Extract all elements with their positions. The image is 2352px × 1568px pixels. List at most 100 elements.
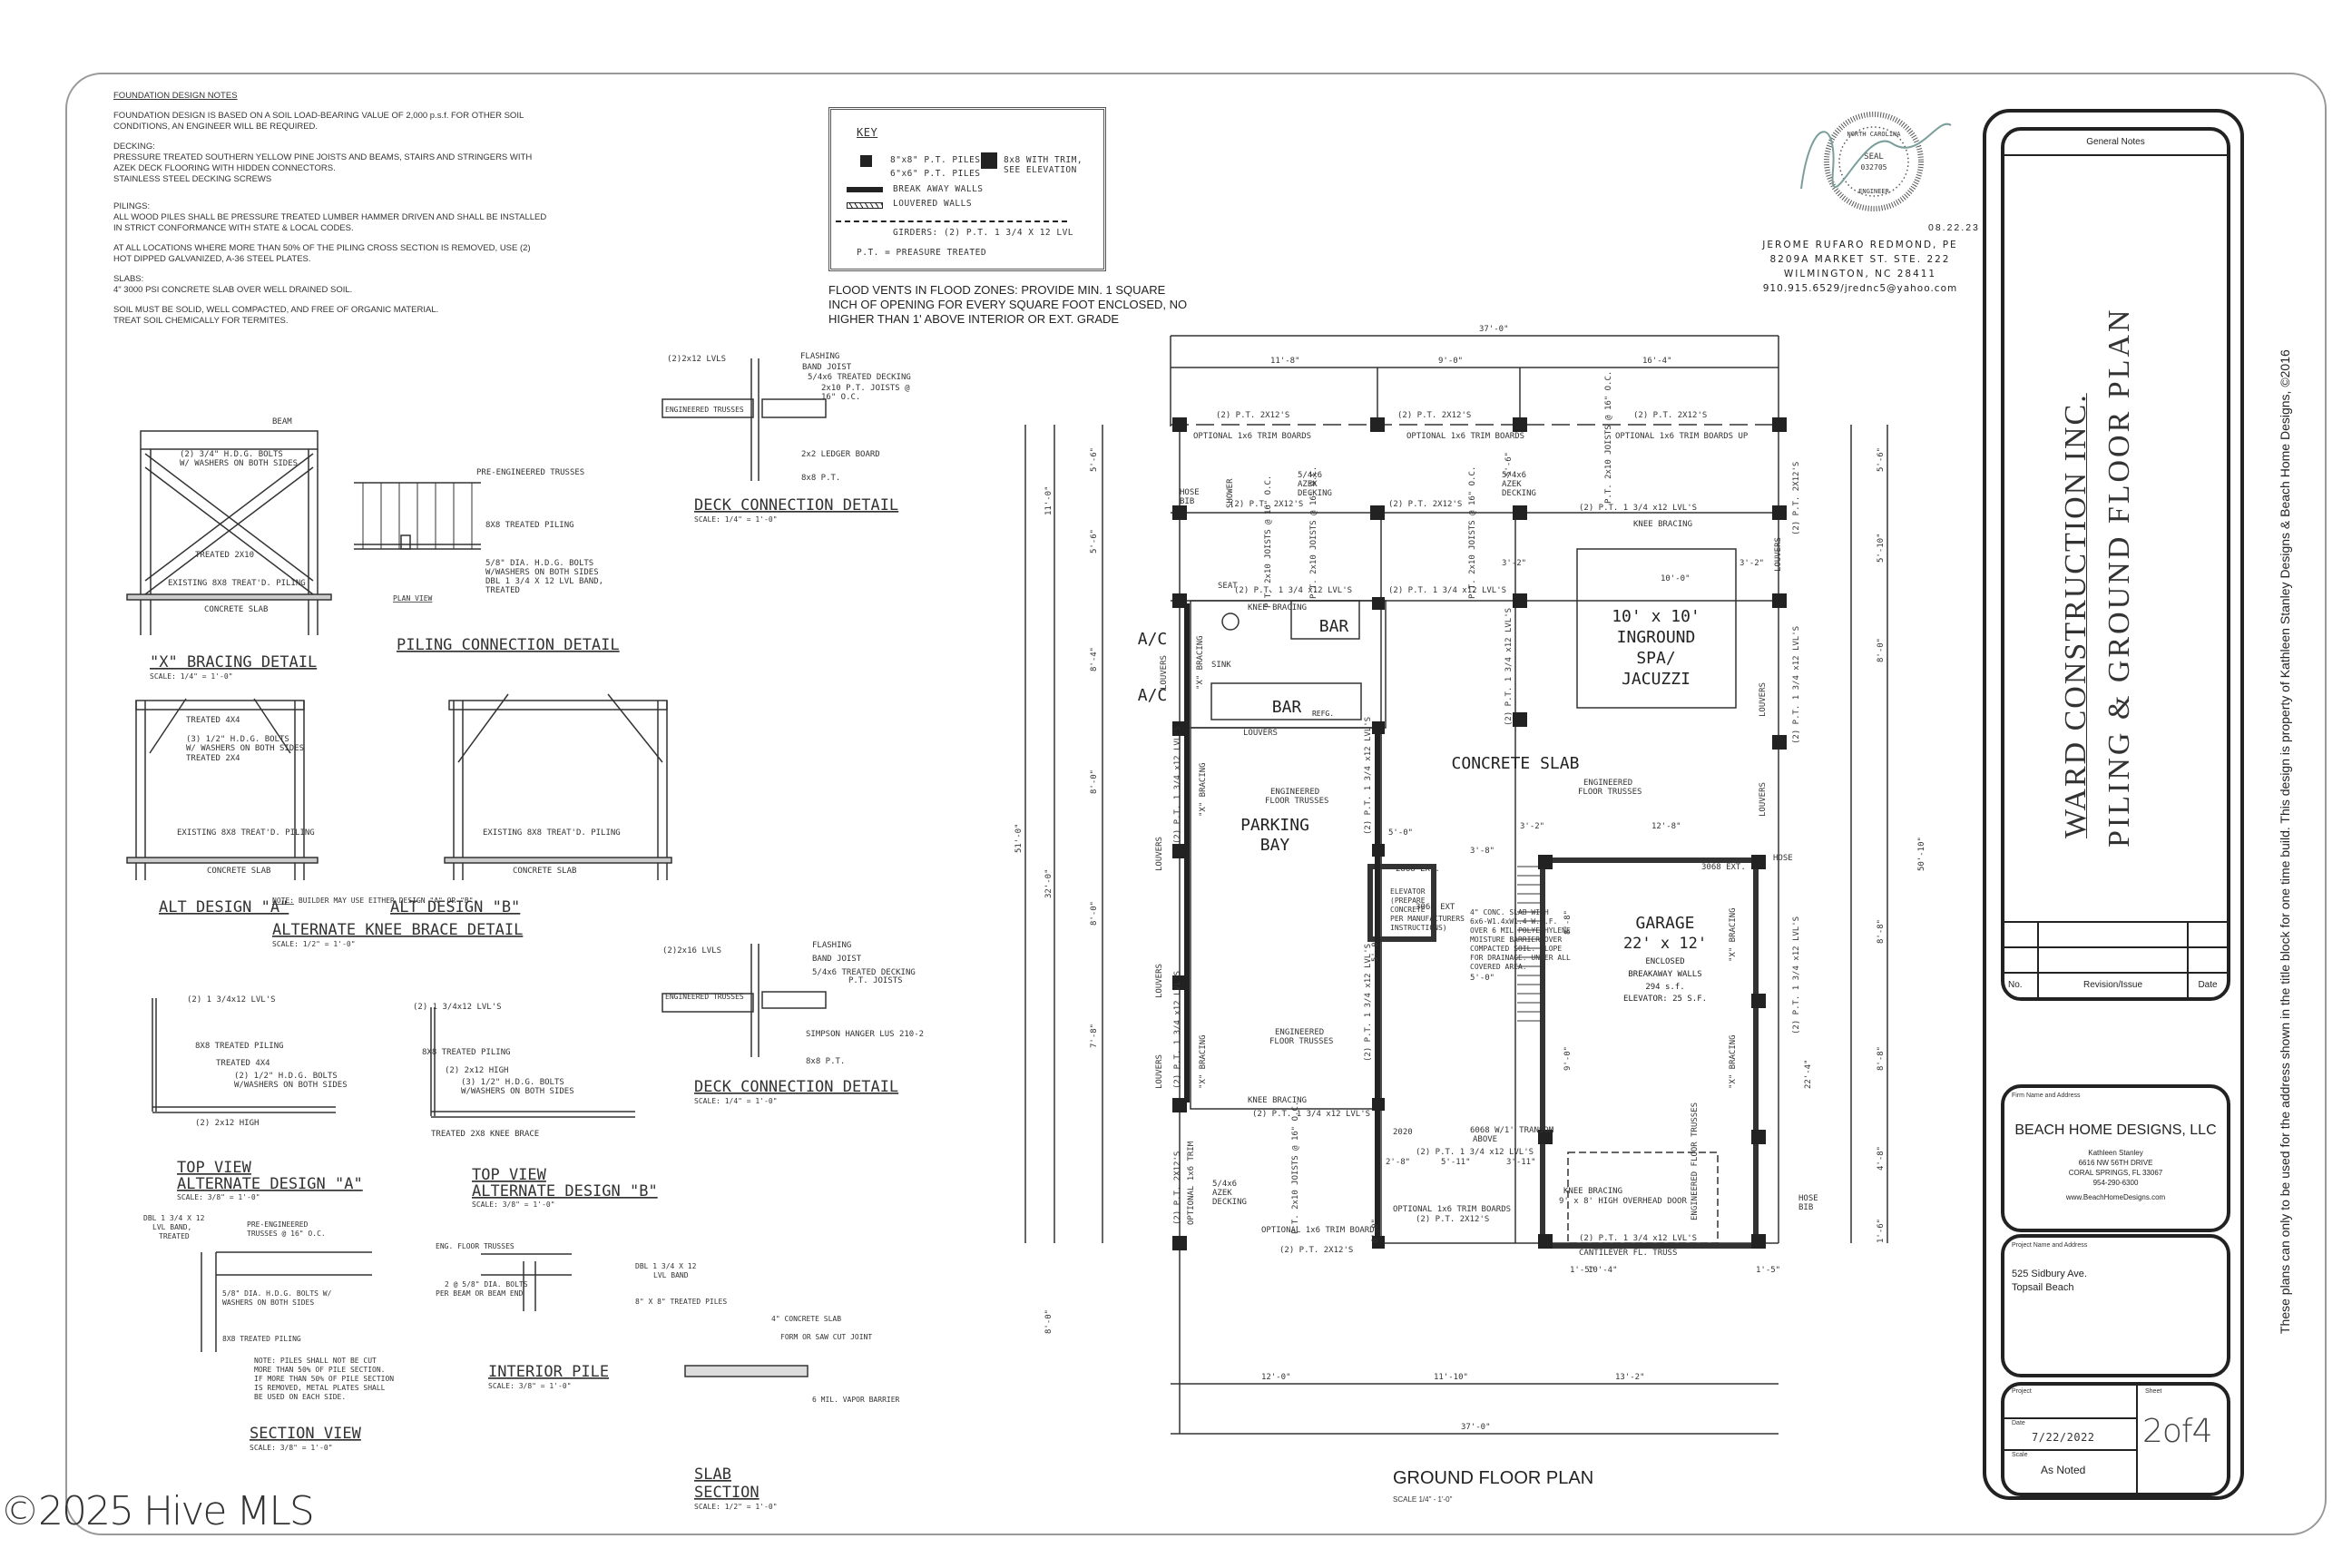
svg-text:ENGINEERED: ENGINEERED <box>1583 779 1632 788</box>
svg-text:13'-2": 13'-2" <box>1615 1373 1645 1382</box>
svg-text:ELEVATOR: 25 S.F.: ELEVATOR: 25 S.F. <box>1623 995 1707 1004</box>
date-label: Date <box>2012 1420 2025 1426</box>
svg-text:3'-2": 3'-2" <box>1502 559 1526 568</box>
svg-text:(2) P.T. 2X12'S: (2) P.T. 2X12'S <box>1388 500 1462 509</box>
note-paragraph: SLABS: 4" 3000 PSI CONCRETE SLAB OVER WE… <box>113 274 353 295</box>
svg-text:11'-8": 11'-8" <box>1270 357 1300 366</box>
top-view-a-title1: TOP VIEW <box>177 1159 252 1177</box>
plan-scale: SCALE 1/4" - 1'-0" <box>1393 1495 1453 1504</box>
project-panel: Project Name and Address 525 Sidbury Ave… <box>2001 1234 2230 1377</box>
alternate-knee-title: ALTERNATE KNEE BRACE DETAIL <box>272 921 523 939</box>
svg-text:KNEE BRACING: KNEE BRACING <box>1248 603 1307 612</box>
svg-text:2 @ 5/8" DIA. BOLTS: 2 @ 5/8" DIA. BOLTS <box>445 1280 528 1289</box>
svg-text:CONCRETE: CONCRETE <box>1390 906 1426 914</box>
general-notes-title: General Notes <box>2004 131 2227 156</box>
svg-text:(2) 3/4" H.D.G. BOLTS: (2) 3/4" H.D.G. BOLTS <box>180 450 283 459</box>
firm-panel: Firm Name and Address BEACH HOME DESIGNS… <box>2001 1084 2230 1232</box>
svg-text:KNEE BRACING: KNEE BRACING <box>1633 520 1692 529</box>
svg-text:SCALE: 1/4" = 1'-0": SCALE: 1/4" = 1'-0" <box>694 515 778 524</box>
svg-text:5/4x6: 5/4x6 <box>1212 1180 1237 1189</box>
svg-text:(2) P.T. 2X12'S: (2) P.T. 2X12'S <box>1633 411 1707 420</box>
svg-text:BIB: BIB <box>1180 497 1194 506</box>
svg-text:TREATED 4X4: TREATED 4X4 <box>186 716 240 725</box>
svg-text:37'-0": 37'-0" <box>1461 1423 1491 1432</box>
foundation-notes-heading: FOUNDATION DESIGN NOTES <box>113 91 238 101</box>
svg-text:5/4x6: 5/4x6 <box>1298 471 1322 480</box>
firm-address2: CORAL SPRINGS, FL 33067 <box>2068 1169 2163 1177</box>
svg-text:8'-4": 8'-4" <box>1090 647 1099 671</box>
svg-text:2868 EXT.: 2868 EXT. <box>1396 865 1440 874</box>
svg-text:SCALE: 3/8" = 1'-0": SCALE: 3/8" = 1'-0" <box>488 1382 572 1390</box>
svg-text:ENGINEERED: ENGINEERED <box>1270 788 1319 797</box>
svg-text:(2) 2x12 HIGH: (2) 2x12 HIGH <box>195 1119 259 1128</box>
svg-text:W/WASHERS ON BOTH SIDES: W/WASHERS ON BOTH SIDES <box>485 568 599 577</box>
svg-text:SHOWER: SHOWER <box>1226 478 1235 508</box>
firm-phone: 954-290-6300 <box>2092 1179 2139 1187</box>
svg-text:ABOVE: ABOVE <box>1473 1135 1497 1144</box>
svg-text:W/ WASHERS ON BOTH SIDES: W/ WASHERS ON BOTH SIDES <box>186 744 304 753</box>
svg-text:TREATED 4X4: TREATED 4X4 <box>216 1059 270 1068</box>
svg-text:SCALE: 1/2" = 1'-0": SCALE: 1/2" = 1'-0" <box>694 1503 778 1511</box>
note-paragraph: DECKING: PRESSURE TREATED SOUTHERN YELLO… <box>113 142 533 184</box>
svg-text:(2) P.T. 1 3/4 x12 LVL'S: (2) P.T. 1 3/4 x12 LVL'S <box>1792 626 1801 744</box>
svg-text:51'-0": 51'-0" <box>1014 823 1024 853</box>
svg-text:(2) P.T. 1 3/4 x12 LVL'S: (2) P.T. 1 3/4 x12 LVL'S <box>1416 1148 1534 1157</box>
svg-text:BAR: BAR <box>1319 617 1349 636</box>
svg-text:MOISTURE BARRIER OVER: MOISTURE BARRIER OVER <box>1470 936 1562 944</box>
svg-text:CONCRETE SLAB: CONCRETE SLAB <box>204 605 268 614</box>
parking-line1: PARKING <box>1240 816 1309 835</box>
svg-text:PER BEAM OR BEAM END: PER BEAM OR BEAM END <box>436 1289 524 1298</box>
svg-text:4'-8": 4'-8" <box>1877 1146 1886 1171</box>
svg-text:FLOOR TRUSSES: FLOOR TRUSSES <box>1578 788 1642 797</box>
firm-website: www.BeachHomeDesigns.com <box>2065 1193 2166 1201</box>
svg-text:10'-0": 10'-0" <box>1661 574 1690 583</box>
svg-text:W/ WASHERS ON BOTH SIDES: W/ WASHERS ON BOTH SIDES <box>180 459 298 468</box>
svg-text:SINK: SINK <box>1211 661 1231 670</box>
sheet-label: Sheet <box>2145 1388 2162 1395</box>
svg-text:HOSE: HOSE <box>1180 488 1200 497</box>
engineer-address1: 8209A MARKET ST. STE. 222 <box>1769 254 1951 265</box>
svg-text:W/WASHERS ON BOTH SIDES: W/WASHERS ON BOTH SIDES <box>234 1081 348 1090</box>
svg-text:AZEK: AZEK <box>1298 480 1318 489</box>
svg-text:10'-4": 10'-4" <box>1588 1266 1618 1275</box>
svg-text:LVL BAND,: LVL BAND, <box>152 1223 191 1231</box>
svg-text:(2)2x12 LVLS: (2)2x12 LVLS <box>667 355 726 364</box>
svg-text:"X" BRACING: "X" BRACING <box>1199 1034 1208 1089</box>
pile-8x8-icon <box>860 155 872 167</box>
svg-text:COVERED AREA.: COVERED AREA. <box>1470 963 1527 971</box>
svg-text:(PREPARE: (PREPARE <box>1390 897 1426 905</box>
svg-text:9'-0": 9'-0" <box>1563 1046 1573 1071</box>
svg-text:5'-6": 5'-6" <box>1090 447 1099 472</box>
seal-number: 032705 <box>1861 163 1887 172</box>
title-block <box>1983 109 2244 1500</box>
svg-text:3'-8": 3'-8" <box>1470 847 1494 856</box>
concrete-slab-title: CONCRETE SLAB <box>1452 754 1580 773</box>
project-address1: 525 Sidbury Ave. <box>2012 1269 2087 1279</box>
svg-text:LOUVERS: LOUVERS <box>1774 537 1783 572</box>
svg-text:BAR: BAR <box>1272 698 1302 717</box>
svg-text:P.T. 2x10 JOISTS @ 16" O.C.: P.T. 2x10 JOISTS @ 16" O.C. <box>1309 466 1318 599</box>
engineer-address2: WILMINGTON, NC 28411 <box>1783 269 1937 279</box>
key-girders: GIRDERS: (2) P.T. 1 3/4 X 12 LVL <box>893 228 1074 238</box>
svg-text:DBL 1 3/4 X 12 LVL BAND,: DBL 1 3/4 X 12 LVL BAND, <box>485 577 603 586</box>
svg-text:EXISTING 8X8 TREAT'D. PILING: EXISTING 8X8 TREAT'D. PILING <box>483 828 621 838</box>
svg-text:OPTIONAL 1x6 TRIM BOARDS: OPTIONAL 1x6 TRIM BOARDS <box>1261 1226 1379 1235</box>
svg-text:12'-0": 12'-0" <box>1261 1373 1291 1382</box>
svg-text:5'-6": 5'-6" <box>1877 447 1886 472</box>
svg-text:INGROUND: INGROUND <box>1617 628 1696 647</box>
svg-text:ENGINEER: ENGINEER <box>1858 188 1890 195</box>
svg-text:32'-0": 32'-0" <box>1044 868 1054 898</box>
svg-text:OPTIONAL 1x6 TRIM: OPTIONAL 1x6 TRIM <box>1187 1141 1196 1225</box>
svg-text:22'-4": 22'-4" <box>1804 1059 1813 1089</box>
svg-text:(2) P.T. 1 3/4 x12 LVL'S: (2) P.T. 1 3/4 x12 LVL'S <box>1234 586 1352 595</box>
svg-text:(3) 1/2" H.D.G. BOLTS: (3) 1/2" H.D.G. BOLTS <box>186 735 289 744</box>
seal-label: SEAL <box>1864 152 1884 162</box>
svg-text:"X" BRACING: "X" BRACING <box>1199 762 1208 817</box>
seal-date: 08.22.23 <box>1928 222 1980 233</box>
svg-text:NORTH CAROLINA: NORTH CAROLINA <box>1847 131 1901 138</box>
key-louvered: LOUVERED WALLS <box>893 199 973 209</box>
svg-text:8'-8": 8'-8" <box>1877 919 1886 944</box>
svg-text:8X8 TREATED PILING: 8X8 TREATED PILING <box>195 1042 284 1051</box>
svg-text:8'-0": 8'-0" <box>1044 1309 1054 1334</box>
svg-text:5/8" DIA. H.D.G. BOLTS: 5/8" DIA. H.D.G. BOLTS <box>485 559 593 568</box>
